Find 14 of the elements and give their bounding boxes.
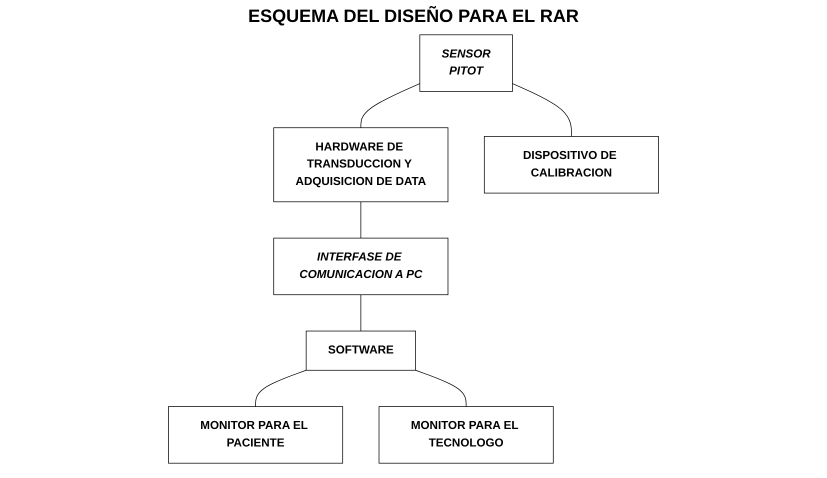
connector [255, 370, 307, 407]
node-box: SENSOR PITOT [419, 34, 513, 92]
node-box: MONITOR PARA EL TECNOLOGO [378, 406, 554, 464]
connector [360, 294, 362, 332]
node-box: HARDWARE DE TRANSDUCCION Y ADQUISICION DE DATA [273, 127, 448, 202]
connector [360, 201, 362, 238]
connector [360, 83, 420, 128]
connector [415, 370, 466, 407]
connector [512, 83, 572, 137]
node-box: INTERFASE DE COMUNICACION A PC [273, 238, 448, 296]
node-box: SOFTWARE [306, 330, 416, 371]
node-box: DISPOSITIVO DE CALIBRACION [484, 136, 659, 194]
node-box: MONITOR PARA EL PACIENTE [168, 406, 344, 464]
diagram-title: ESQUEMA DEL DISEÑO PARA EL RAR [247, 6, 580, 27]
